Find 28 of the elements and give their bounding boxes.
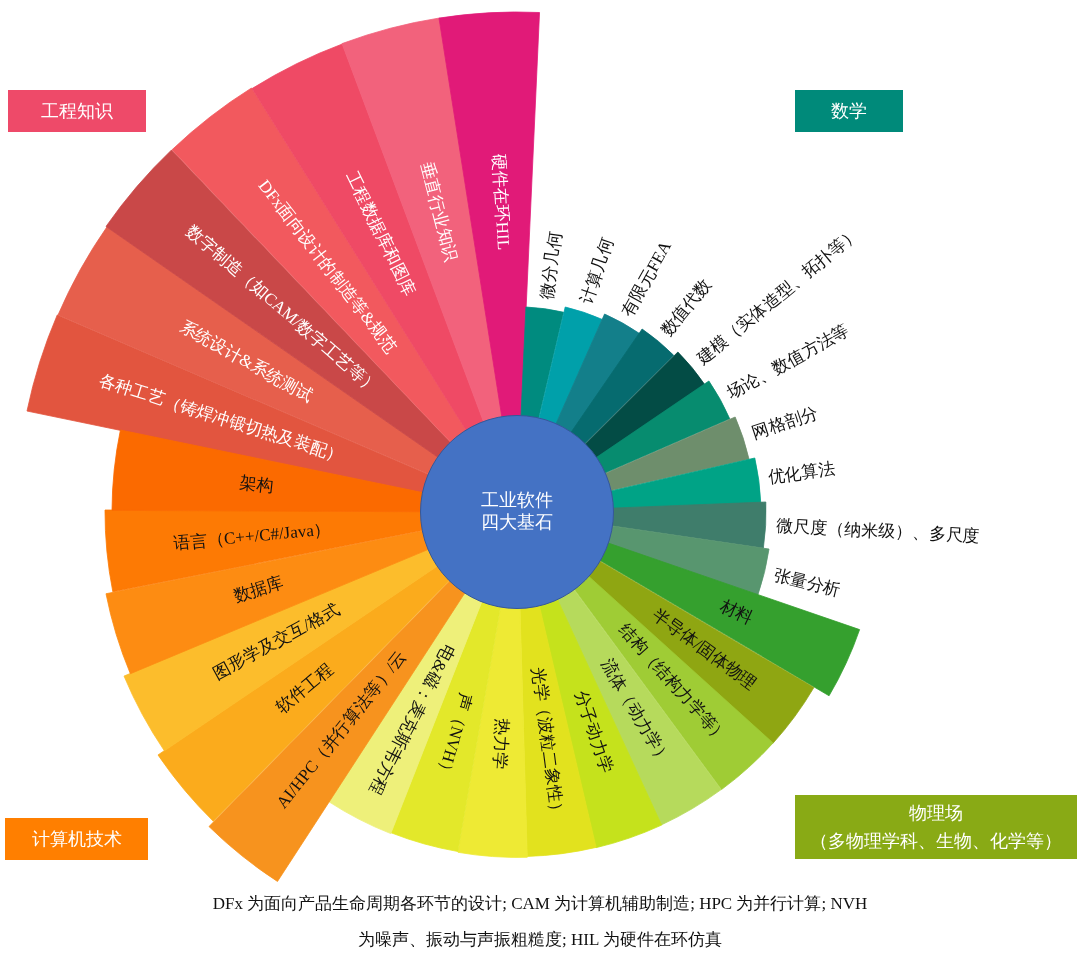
sector-label: 垂直行业知识 <box>416 160 461 264</box>
center-label: 工业软件四大基石 <box>480 490 554 534</box>
sector-label: 分子动力学 <box>570 688 616 776</box>
category-label: （多物理学科、生物、化学等） <box>810 830 1062 853</box>
category-box <box>5 818 148 860</box>
category-box <box>795 795 1077 859</box>
category-label: 数学 <box>831 100 867 123</box>
sector-label: 张量分析 <box>771 565 843 601</box>
category-label: 工程知识 <box>41 100 113 123</box>
caption: DFx 为面向产品生命周期各环节的设计; CAM 为计算机辅助制造; HPC 为并行计算; NVH 为噪声、振动与声振粗糙度; HIL 为硬件在环仿真 <box>211 893 869 951</box>
category-box <box>795 90 903 132</box>
sector-label: 软件工程 <box>272 660 337 718</box>
category-label: 计算机技术 <box>31 828 122 851</box>
category-label: 物理场 <box>909 802 963 825</box>
sector-label: 架构 <box>238 473 274 496</box>
sector-label: 语言（C++/C#/Java） <box>172 520 332 555</box>
sector-label: 优化算法 <box>767 460 837 489</box>
sector-label: 声（NVH） <box>433 691 476 781</box>
sector-label: 网格剖分 <box>749 404 821 444</box>
sector-label: 微尺度（纳米级）、多尺度 <box>775 516 980 547</box>
sector-label: 热力学 <box>489 717 512 770</box>
sector-label: 光学（波粒二象性） <box>527 665 567 820</box>
sector-label: 微分几何 <box>537 230 566 301</box>
category-box <box>8 90 146 132</box>
sector-label: 数据库 <box>232 574 287 607</box>
sector-label: 计算几何 <box>578 235 618 307</box>
sector-label: 硬件在环HIL <box>487 153 512 252</box>
sector-label: 材料 <box>716 597 756 629</box>
